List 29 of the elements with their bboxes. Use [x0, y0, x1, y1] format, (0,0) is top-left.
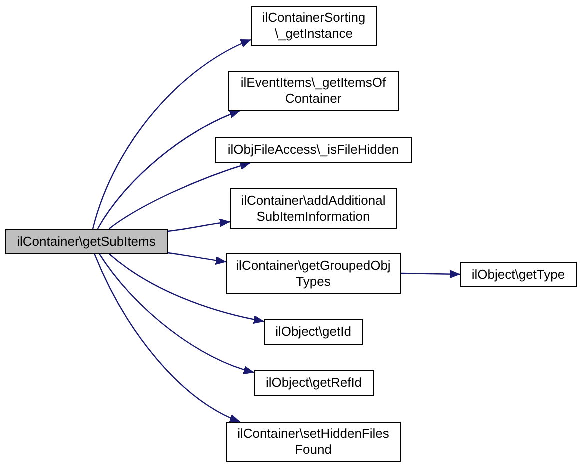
function-box — [264, 319, 363, 345]
call-arrow — [108, 254, 264, 324]
function-name: ilContainer\setHiddenFiles Found — [236, 426, 390, 458]
call-arrow — [168, 252, 226, 265]
call-arrow — [92, 39, 252, 230]
selected-function-box — [5, 229, 168, 254]
function-box — [460, 262, 577, 287]
function-name: ilEventItems\_getItemsOf Container — [240, 75, 388, 107]
function-name: ilObject\getType — [472, 266, 566, 282]
function-box — [251, 6, 377, 46]
function-name: ilObject\getRefId — [266, 375, 362, 391]
function-name: ilContainer\getSubItems — [17, 234, 156, 250]
function-name: ilContainerSorting \_getInstance — [261, 10, 367, 42]
function-box — [228, 71, 399, 111]
function-box — [215, 137, 412, 163]
function-name: ilContainer\getGroupedObj Types — [235, 258, 392, 290]
function-box — [226, 253, 401, 294]
call-arrow — [94, 254, 240, 423]
call-arrow — [97, 110, 240, 230]
call-arrow — [108, 162, 251, 230]
function-name: ilObjFileAccess\_isFileHidden — [228, 142, 400, 158]
function-name: ilContainer\addAdditional SubItemInformation — [240, 192, 387, 224]
call-arrow — [168, 218, 230, 232]
function-box — [254, 370, 374, 396]
function-box — [226, 422, 401, 462]
function-name: ilObject\getId — [276, 324, 352, 340]
call-arrow — [400, 270, 460, 279]
function-box — [230, 188, 397, 229]
call-arrow — [99, 254, 254, 374]
